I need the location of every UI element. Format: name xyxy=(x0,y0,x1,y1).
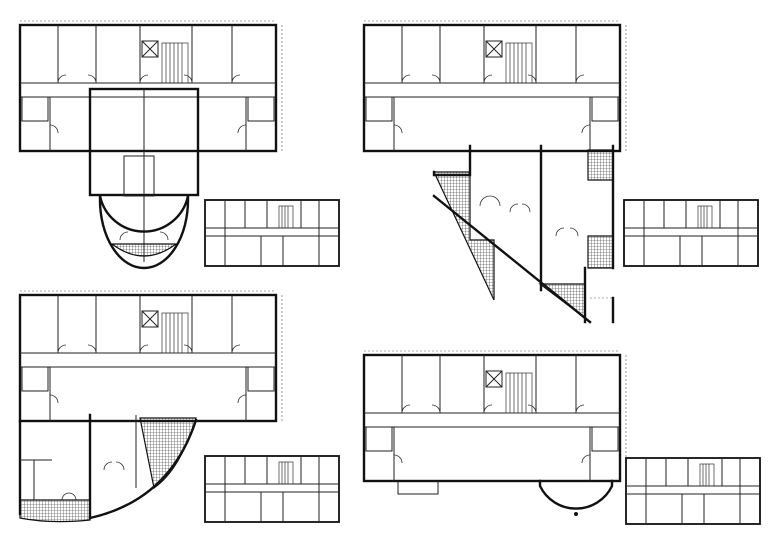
key-plan-a xyxy=(204,199,340,267)
floor-plan-d xyxy=(362,349,628,516)
key-plan-b xyxy=(623,199,759,267)
floor-plan-c xyxy=(18,289,284,523)
key-plan-d xyxy=(625,457,761,525)
floor-plan-a xyxy=(18,19,284,270)
floor-plan-b xyxy=(362,19,628,324)
key-plan-c xyxy=(204,455,340,523)
